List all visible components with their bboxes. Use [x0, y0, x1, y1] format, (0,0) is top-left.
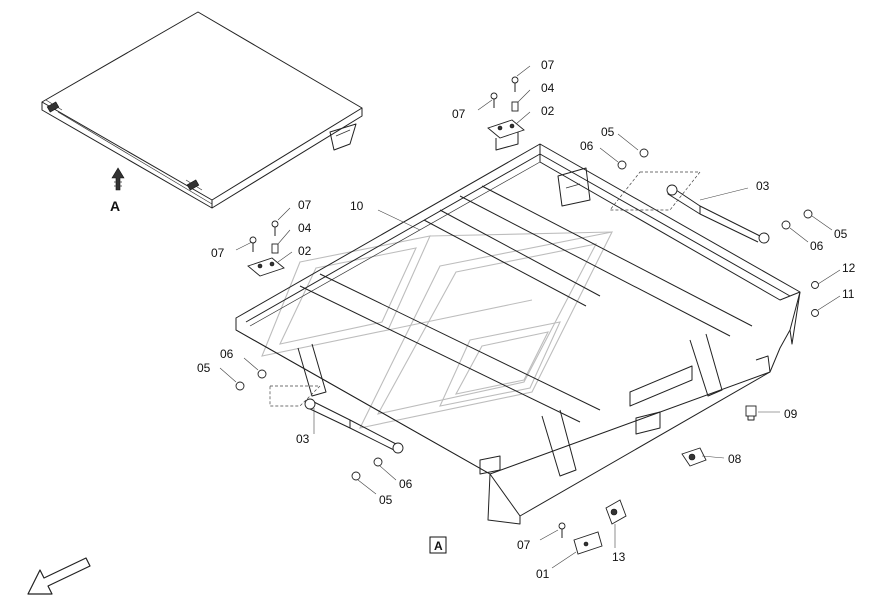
side-fasteners [558, 281, 819, 555]
view-marker: A [429, 536, 447, 554]
callout-07: 07 [452, 107, 466, 121]
callout-09: 09 [784, 407, 798, 421]
callout-05: 05 [379, 493, 393, 507]
callout-11: 11 [842, 287, 855, 301]
callout-05: 05 [834, 227, 848, 241]
callout-06: 06 [580, 139, 594, 153]
orientation-arrow-icon [27, 557, 91, 595]
callout-07: 07 [211, 246, 225, 260]
gas-strut-right [609, 148, 813, 244]
gas-strut-left [235, 369, 404, 481]
watermark-logo [261, 231, 613, 429]
callout-03: 03 [756, 179, 770, 193]
cover-plate [41, 11, 363, 209]
view-marker-label: A [434, 539, 443, 553]
callout-06: 06 [399, 477, 413, 491]
callout-04: 04 [298, 221, 312, 235]
callout-07: 07 [298, 198, 312, 212]
callout-10: 10 [350, 199, 364, 213]
callout-07: 07 [541, 58, 555, 72]
tray-frame [235, 143, 801, 525]
hinge-left [247, 257, 285, 277]
callout-04: 04 [541, 81, 555, 95]
callout-01: 01 [536, 567, 550, 581]
callout-13: 13 [612, 550, 626, 564]
callout-03: 03 [296, 432, 310, 446]
view-direction-arrow-icon [111, 167, 125, 191]
callout-08: 08 [728, 452, 742, 466]
callout-12: 12 [842, 261, 856, 275]
callout-05: 05 [601, 125, 615, 139]
view-title: A [110, 198, 120, 214]
leader-lines [219, 65, 841, 569]
callout-02: 02 [298, 244, 312, 258]
hinge-top [487, 119, 525, 151]
callout-05: 05 [197, 361, 211, 375]
callout-02: 02 [541, 104, 555, 118]
callout-07: 07 [517, 538, 531, 552]
callout-06: 06 [810, 239, 824, 253]
screw-07-left [249, 220, 279, 254]
callout-06: 06 [220, 347, 234, 361]
callout-labels: 07 04 07 02 05 06 03 06 05 10 07 04 07 0… [197, 58, 856, 581]
screw-07-top [490, 76, 519, 112]
